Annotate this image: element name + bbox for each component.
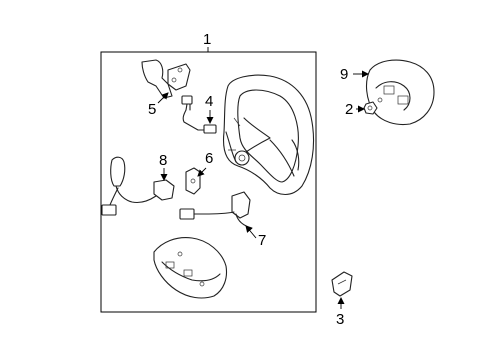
callout-5: 5 bbox=[148, 101, 156, 118]
part-7-harness bbox=[179, 191, 253, 229]
callout-3: 3 bbox=[336, 311, 344, 328]
part-4-harness bbox=[181, 95, 217, 134]
part-8-harness bbox=[101, 156, 175, 216]
callout-7: 7 bbox=[258, 232, 266, 249]
callout-8: 8 bbox=[159, 152, 167, 169]
part-5-switch bbox=[141, 59, 191, 99]
callout-1: 1 bbox=[203, 31, 211, 48]
callout-6: 6 bbox=[205, 150, 213, 167]
part-3-clip bbox=[331, 271, 353, 297]
lower-cover-part bbox=[153, 237, 228, 299]
assembly-frame bbox=[100, 51, 317, 313]
part-6-cover bbox=[185, 167, 201, 195]
callout-5-leader bbox=[157, 92, 169, 104]
steering-wheel-part bbox=[222, 74, 315, 196]
callout-2: 2 bbox=[345, 101, 353, 118]
callout-6-leader bbox=[197, 167, 207, 177]
callout-9: 9 bbox=[340, 66, 348, 83]
callout-4: 4 bbox=[205, 93, 213, 110]
callout-7-leader bbox=[245, 225, 257, 239]
part-9-airbag bbox=[365, 59, 435, 126]
